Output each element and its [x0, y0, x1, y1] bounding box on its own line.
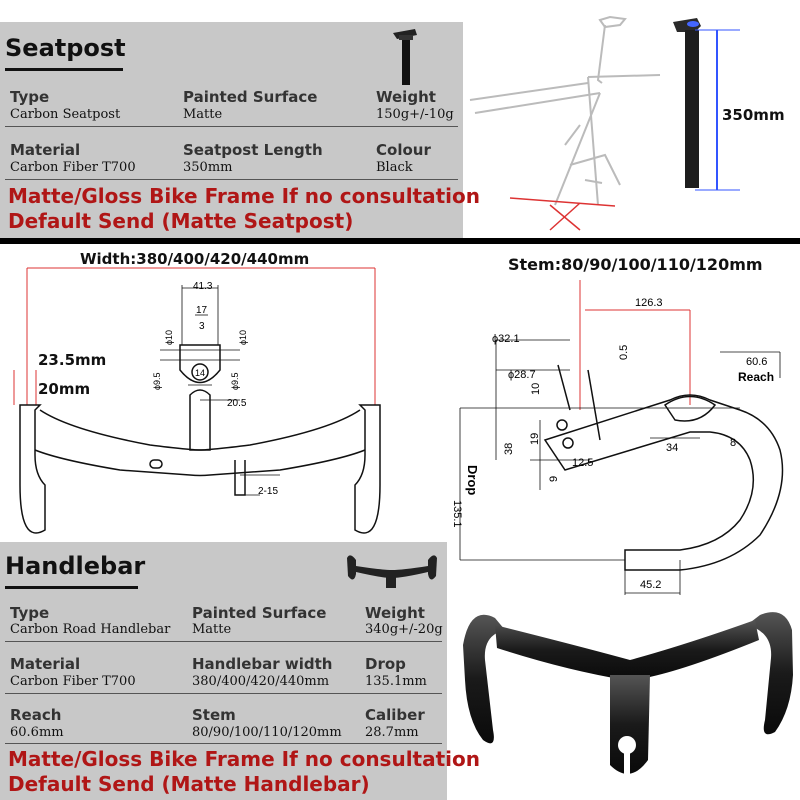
dim-60-6: 60.6: [746, 356, 767, 368]
handlebar-product-render: [463, 612, 793, 775]
handlebar-width-spec-label: Handlebar width: [192, 655, 333, 673]
dim-0-5: 0.5: [618, 345, 630, 360]
handlebar-note-line1: Matte/Gloss Bike Frame If no consultatio…: [8, 747, 481, 771]
dim-14: 14: [195, 368, 205, 378]
seatpost-spec-panel: [0, 22, 463, 238]
handlebar-width-label: Width:380/400/420/440mm: [80, 250, 310, 268]
dim-126-3: 126.3: [635, 297, 663, 309]
dim-phi10-left: ϕ10: [164, 330, 174, 345]
seatpost-weight-label: Weight: [376, 88, 436, 106]
seatpost-length-dimension: 350mm: [722, 106, 785, 124]
dim-34: 34: [666, 442, 678, 454]
handlebar-width-spec-value: 380/400/420/440mm: [192, 674, 330, 689]
seatpost-note-line2: Default Send (Matte Seatpost): [8, 209, 354, 233]
dim-phi10-right: ϕ10: [238, 330, 248, 345]
handlebar-weight-value: 340g+/-20g: [365, 622, 443, 637]
handlebar-front-drawing: 41.3 17 3 14 ϕ10 ϕ10 ϕ9.5 ϕ9.5 20.5 2-15: [13, 267, 381, 534]
stem-length-label: Stem:80/90/100/110/120mm: [508, 255, 763, 274]
drop-word: Drop: [465, 465, 480, 495]
seatpost-thumbnail-icon: [393, 29, 417, 85]
seatpost-title-underline: [5, 68, 123, 71]
handlebar-caliber-label: Caliber: [365, 706, 425, 724]
seatpost-surface-value: Matte: [183, 107, 223, 122]
seatpost-material-label: Material: [10, 141, 81, 159]
seatpost-type-value: Carbon Seatpost: [10, 107, 121, 122]
handlebar-row-separator: [5, 693, 442, 694]
seatpost-surface-label: Painted Surface: [183, 88, 318, 106]
seatpost-colour-label: Colour: [376, 141, 431, 159]
dim-3: 3: [199, 321, 205, 332]
handlebar-title-underline: [5, 586, 138, 589]
handlebar-caliber-value: 28.7mm: [365, 725, 419, 740]
seatpost-row-separator: [5, 126, 458, 127]
handlebar-title: Handlebar: [5, 552, 146, 580]
dim-9: 9: [548, 476, 560, 482]
dim-20mm: 20mm: [38, 380, 91, 398]
handlebar-drop-value: 135.1mm: [365, 674, 427, 689]
handlebar-side-drawing: 126.3 ϕ32.1 ϕ28.7 0.5 10 60.6 Reach 38 1…: [451, 280, 784, 595]
handlebar-material-value: Carbon Fiber T700: [10, 674, 136, 689]
handlebar-row-separator: [5, 743, 442, 744]
handlebar-type-value: Carbon Road Handlebar: [10, 622, 171, 637]
dim-38: 38: [503, 443, 515, 455]
handlebar-surface-value: Matte: [192, 622, 232, 637]
dim-2-15: 2-15: [258, 486, 278, 497]
handlebar-reach-value: 60.6mm: [10, 725, 64, 740]
handlebar-thumbnail-icon: [347, 555, 437, 588]
dim-10: 10: [530, 383, 542, 395]
handlebar-row-separator: [5, 641, 442, 642]
seatpost-title: Seatpost: [5, 34, 126, 62]
dim-phi9-5-left: ϕ9.5: [152, 372, 162, 390]
handlebar-type-label: Type: [10, 604, 50, 622]
seatpost-dimension-drawing: [673, 18, 740, 191]
handlebar-reach-label: Reach: [10, 706, 62, 724]
dim-12-5: 12.5: [572, 457, 593, 469]
seatpost-length-value: 350mm: [183, 160, 233, 175]
seatpost-row-separator: [5, 179, 458, 180]
seatpost-note-line1: Matte/Gloss Bike Frame If no consultatio…: [8, 184, 481, 208]
handlebar-note-line2: Default Send (Matte Handlebar): [8, 772, 370, 796]
bike-frame-sketch: [469, 15, 661, 231]
dim-41-3: 41.3: [193, 281, 213, 292]
dim-135-1: 135.1: [451, 500, 463, 528]
handlebar-spec-panel: [0, 542, 447, 800]
handlebar-weight-label: Weight: [365, 604, 425, 622]
seatpost-material-value: Carbon Fiber T700: [10, 160, 136, 175]
seatpost-colour-value: Black: [376, 160, 413, 175]
handlebar-stem-label: Stem: [192, 706, 236, 724]
reach-word: Reach: [738, 370, 774, 384]
dim-23-5mm: 23.5mm: [38, 351, 107, 369]
dim-phi9-5-right: ϕ9.5: [230, 372, 240, 390]
dim-phi32-1: ϕ32.1: [492, 333, 520, 345]
dim-17: 17: [196, 305, 208, 316]
dim-19: 19: [529, 433, 541, 445]
section-divider: [0, 238, 800, 244]
handlebar-stem-value: 80/90/100/110/120mm: [192, 725, 342, 740]
dim-phi28-7: ϕ28.7: [508, 369, 536, 381]
seatpost-type-label: Type: [10, 88, 50, 106]
handlebar-material-label: Material: [10, 655, 81, 673]
handlebar-drop-label: Drop: [365, 655, 406, 673]
seatpost-weight-value: 150g+/-10g: [376, 107, 454, 122]
dim-45-2: 45.2: [640, 579, 661, 591]
seatpost-length-label: Seatpost Length: [183, 141, 323, 159]
dim-8: 8: [730, 437, 736, 449]
dim-20-5: 20.5: [227, 398, 247, 409]
handlebar-surface-label: Painted Surface: [192, 604, 327, 622]
